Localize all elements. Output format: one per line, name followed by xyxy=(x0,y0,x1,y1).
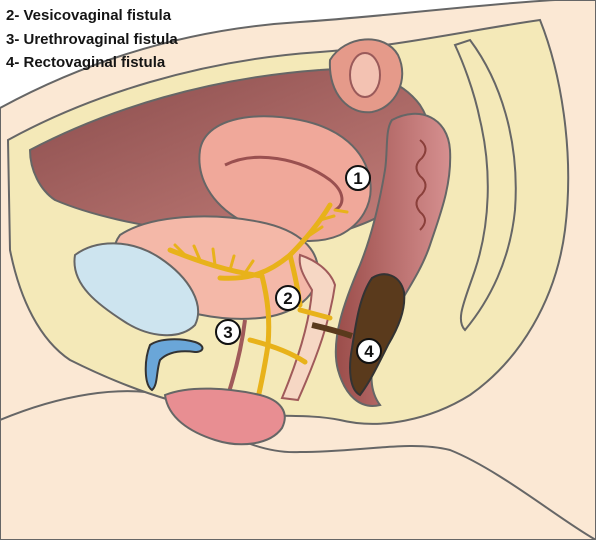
marker-2: 2 xyxy=(276,286,300,310)
svg-text:3: 3 xyxy=(223,323,232,342)
marker-1: 1 xyxy=(346,166,370,190)
legend-item-vesicovaginal: 2- Vesicovaginal fistula xyxy=(6,4,178,28)
legend-item-rectovaginal: 4- Rectovaginal fistula xyxy=(6,51,178,75)
svg-text:1: 1 xyxy=(353,169,362,188)
svg-text:4: 4 xyxy=(364,342,374,361)
marker-4: 4 xyxy=(357,339,381,363)
legend-item-urethrovaginal: 3- Urethrovaginal fistula xyxy=(6,28,178,52)
sigmoid-colon-lumen xyxy=(350,53,380,97)
svg-text:2: 2 xyxy=(283,289,292,308)
legend: 2- Vesicovaginal fistula 3- Urethrovagin… xyxy=(6,4,178,75)
marker-3: 3 xyxy=(216,320,240,344)
